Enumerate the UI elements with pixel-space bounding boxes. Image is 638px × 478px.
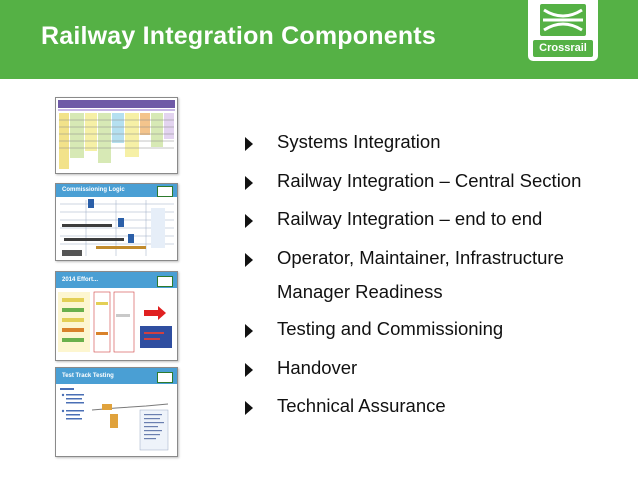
mini-logo-icon [157, 186, 173, 197]
commissioning-diagram-image [60, 199, 174, 256]
thumbnail-title: Test Track Testing [62, 373, 114, 379]
thumbnail-title: Commissioning Logic [62, 187, 125, 193]
bullet-text: Operator, Maintainer, Infrastructure [277, 247, 564, 268]
bullet-arrow-icon [245, 253, 253, 267]
slide-header: Railway Integration Components Crossrail [0, 0, 638, 79]
bullet-text: Systems Integration [277, 131, 441, 152]
bullet-arrow-icon [245, 214, 253, 228]
mini-logo-icon [157, 276, 173, 287]
mini-logo-icon [157, 372, 173, 383]
thumbnail-2014-effort: 2014 Effort... [55, 271, 178, 361]
bullet-arrow-icon [245, 176, 253, 190]
thumbnail-title: 2014 Effort... [62, 277, 99, 283]
thumbnail-header: Test Track Testing [56, 368, 177, 384]
crossrail-roundel-icon [540, 4, 586, 36]
crossrail-logo: Crossrail [528, 0, 598, 61]
bullet-text-continued: Manager Readiness [277, 281, 443, 302]
bullet-arrow-icon [245, 324, 253, 338]
bullet-arrow-icon [245, 137, 253, 151]
bullet-text: Railway Integration – end to end [277, 208, 543, 229]
test-track-image [60, 388, 169, 451]
bullet-text: Handover [277, 357, 358, 378]
programme-chart-image [58, 100, 175, 169]
thumbnail-header: 2014 Effort... [56, 272, 177, 288]
slide-title: Railway Integration Components [41, 22, 436, 50]
thumbnail-programme-chart [55, 97, 178, 174]
bullet-text: Testing and Commissioning [277, 318, 504, 339]
bullet-arrow-icon [245, 401, 253, 415]
bullet-text: Technical Assurance [277, 395, 446, 416]
bullet-text: Railway Integration – Central Section [277, 170, 582, 191]
effort-chart-image [58, 291, 172, 353]
logo-wordmark: Crossrail [533, 40, 593, 57]
thumbnail-test-track-testing: Test Track Testing [55, 367, 178, 457]
thumbnail-header: Commissioning Logic [56, 184, 177, 197]
bullet-arrow-icon [245, 363, 253, 377]
thumbnail-commissioning-logic: Commissioning Logic [55, 183, 178, 261]
